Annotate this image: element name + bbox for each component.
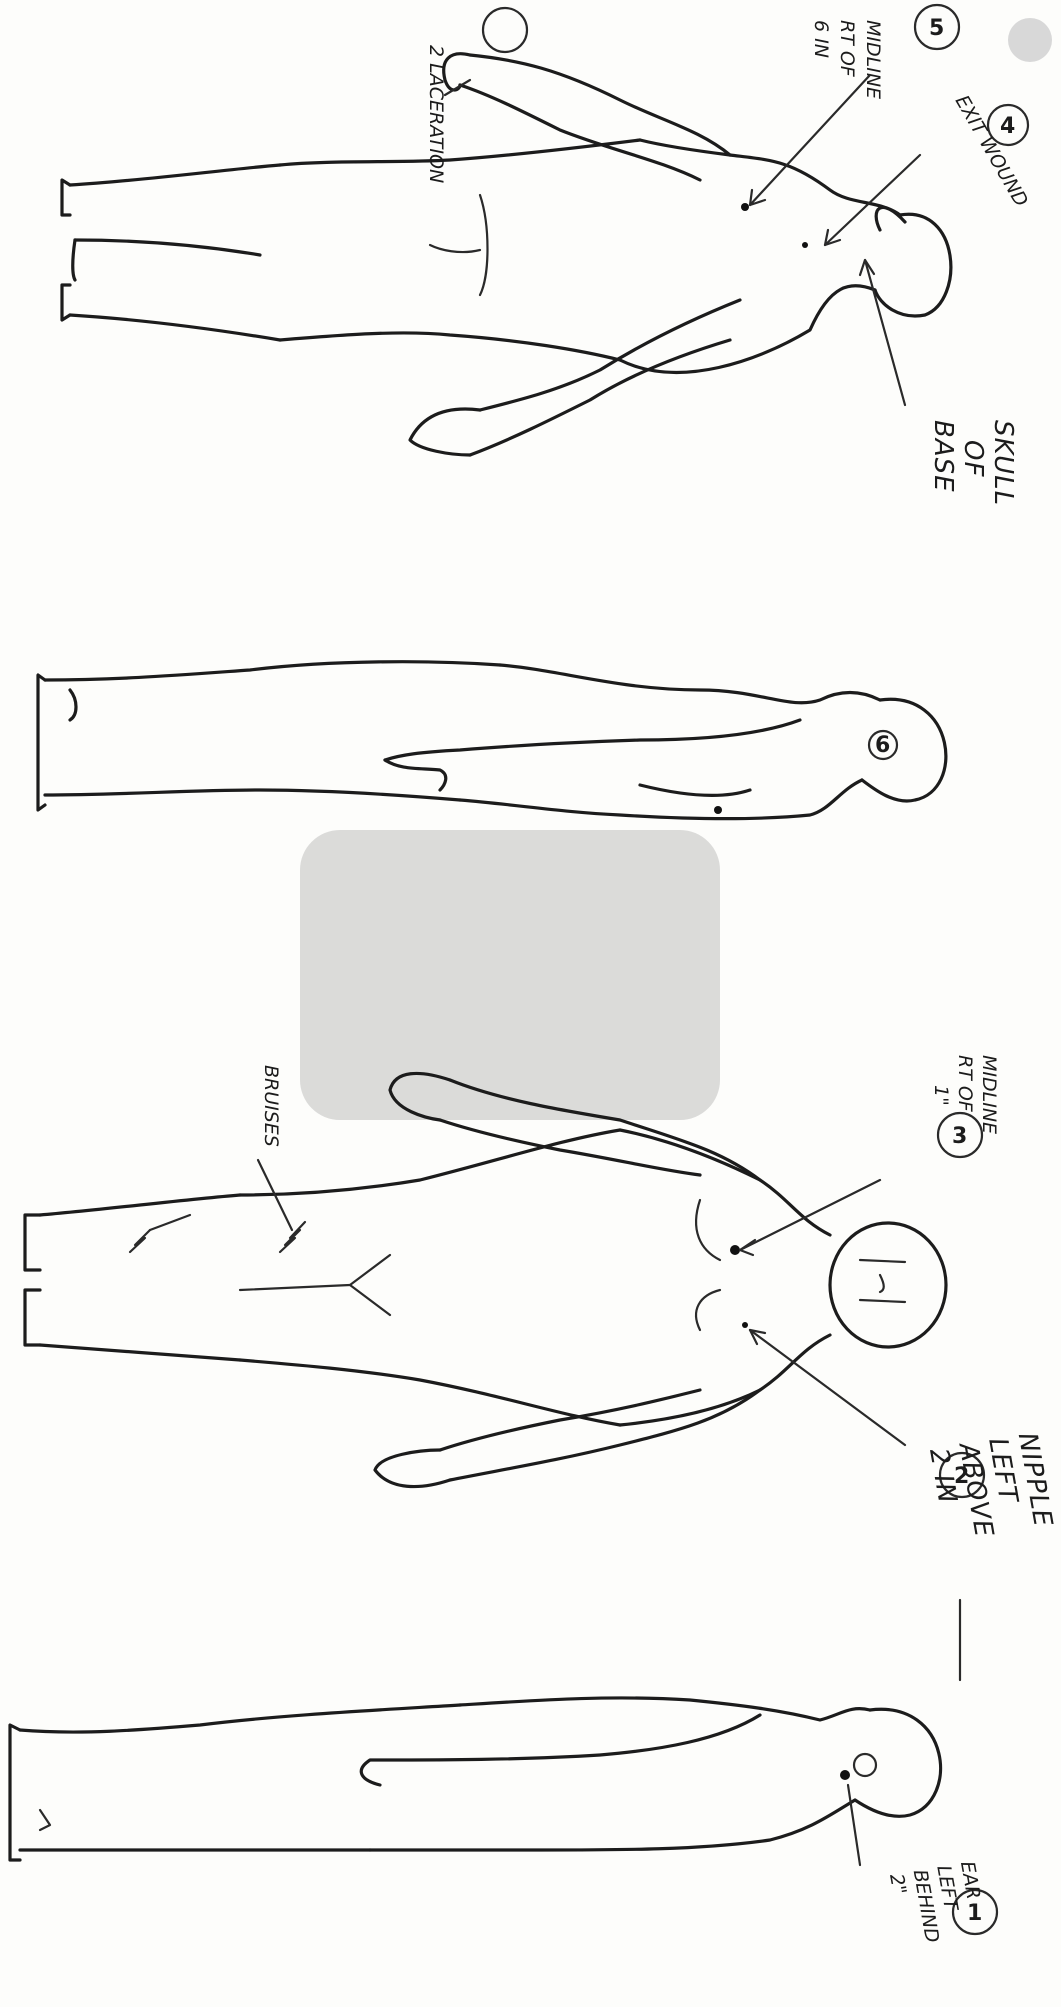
label-3-line2: RT OF — [954, 1055, 976, 1113]
arrow-1 — [848, 1785, 860, 1865]
head-outline-left — [855, 1709, 941, 1816]
wound-dot-3 — [730, 1245, 740, 1255]
arrow-base-skull — [865, 260, 905, 405]
marker-3-number: 3 — [952, 1124, 967, 1149]
label-base-skull-2: OF — [958, 440, 988, 477]
arrow-5 — [750, 75, 870, 205]
marker-1-number: 1 — [967, 1901, 982, 1926]
label-base-skull-1: BASE — [928, 420, 958, 493]
label-laceration: 2 LACERATION — [425, 45, 447, 183]
label-5-line2: RT OF — [836, 20, 858, 78]
arrow-3 — [740, 1180, 880, 1250]
label-3-line1: 1" — [930, 1085, 952, 1106]
marker-4-number: 4 — [1000, 114, 1015, 139]
ear-marker — [854, 1754, 876, 1776]
nipple-mark-side — [714, 806, 722, 814]
label-1-line1: 2" — [885, 1872, 910, 1896]
marker-5-number: 5 — [929, 16, 944, 41]
figure-posterior-view — [62, 8, 951, 455]
wound-dot-4 — [802, 242, 808, 248]
label-base-skull-3: SKULL — [988, 420, 1018, 506]
head-outline-front — [830, 1223, 946, 1347]
arrow-4 — [825, 155, 920, 245]
label-bruises: BRUISES — [260, 1065, 282, 1147]
figure-anterior-view — [25, 1073, 946, 1486]
fist-back — [483, 8, 527, 52]
wound-dot-5 — [741, 203, 749, 211]
marker-6-number: 6 — [875, 733, 890, 758]
label-5-line1: 6 IN — [810, 20, 832, 58]
figure-right-lateral-view: 6 — [38, 662, 946, 819]
wound-dot-2 — [742, 1322, 748, 1328]
scan-noise — [300, 18, 1052, 1120]
figure-left-lateral-view — [10, 1698, 941, 1860]
wound-dot-1 — [840, 1770, 850, 1780]
annotation-group-anterior: 3 1" RT OF MIDLINE 2 2 IN ABOVE LEFT NIP… — [150, 1055, 1058, 1545]
head-outline-back — [875, 214, 951, 316]
label-5-line3: MIDLINE — [862, 20, 884, 99]
punch-hole — [1008, 18, 1052, 62]
annotation-group-posterior: 5 6 IN RT OF MIDLINE 4 EXIT WOUND BASE O… — [425, 5, 1032, 506]
label-3-line3: MIDLINE — [978, 1055, 1000, 1134]
